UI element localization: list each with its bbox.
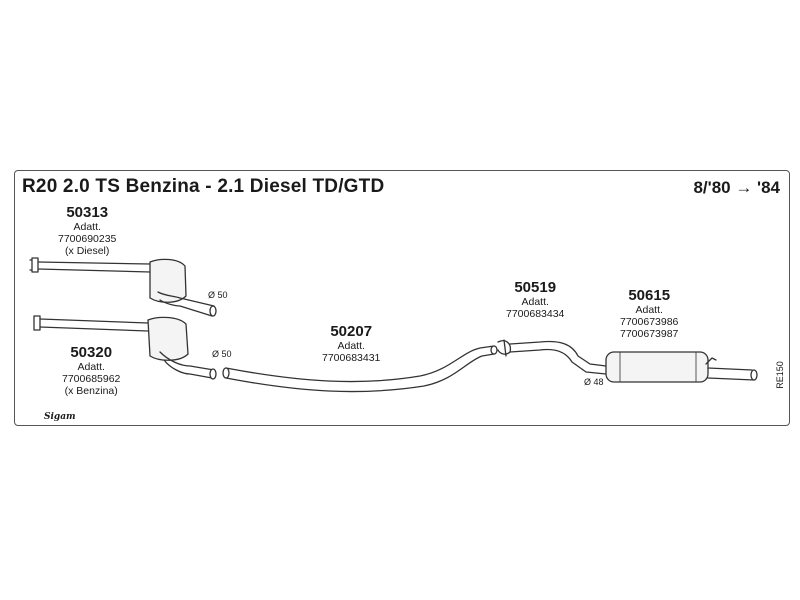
front-pipe-50320 — [33, 315, 217, 380]
diagram-frame — [14, 170, 790, 426]
front-pipe-50313 — [29, 257, 217, 317]
part-label-50320: 50320 Adatt. 7700685962 (x Benzina) — [62, 344, 120, 397]
part-label-50615: 50615 Adatt. 7700673986 7700673987 — [620, 287, 678, 340]
diagram-title: R20 2.0 TS Benzina - 2.1 Diesel TD/GTD — [22, 176, 385, 197]
coupling-50519 — [497, 339, 607, 375]
part-ref: 7700683434 — [506, 308, 565, 321]
part-number: 50615 — [628, 287, 671, 304]
part-note: (x Diesel) — [65, 245, 110, 258]
part-note: (x Benzina) — [64, 385, 118, 398]
part-number: 50313 — [66, 204, 109, 221]
part-number: 50320 — [70, 344, 113, 361]
rear-silencer-50615 — [605, 351, 758, 383]
part-label-50313: 50313 Adatt. 7700690235 (x Diesel) — [58, 204, 116, 257]
part-number: 50207 — [330, 323, 373, 340]
part-number: 50519 — [514, 279, 557, 296]
diameter-label: Ø 50 — [208, 290, 228, 300]
part-ref: 7700673986 — [620, 316, 679, 329]
part-note: Adatt. — [337, 340, 365, 353]
brand-logo: Sigam — [44, 412, 76, 422]
model-years: 8/'80 → '84 — [693, 178, 780, 197]
part-label-50519: 50519 Adatt. 7700683434 — [506, 279, 564, 320]
part-ref: 7700690235 — [58, 233, 117, 246]
part-ref: 7700683431 — [322, 352, 381, 365]
intermediate-pipe-50207 — [222, 345, 498, 393]
part-note: Adatt. — [73, 221, 101, 234]
diameter-label: Ø 48 — [584, 377, 604, 387]
part-note: Adatt. — [521, 296, 549, 309]
part-ref: 7700685962 — [62, 373, 121, 386]
part-label-50207: 50207 Adatt. 7700683431 — [322, 323, 380, 364]
part-note: Adatt. — [635, 304, 663, 317]
diameter-label: Ø 50 — [212, 349, 232, 359]
part-ref: 7700673987 — [620, 328, 679, 341]
part-note: Adatt. — [77, 361, 105, 374]
